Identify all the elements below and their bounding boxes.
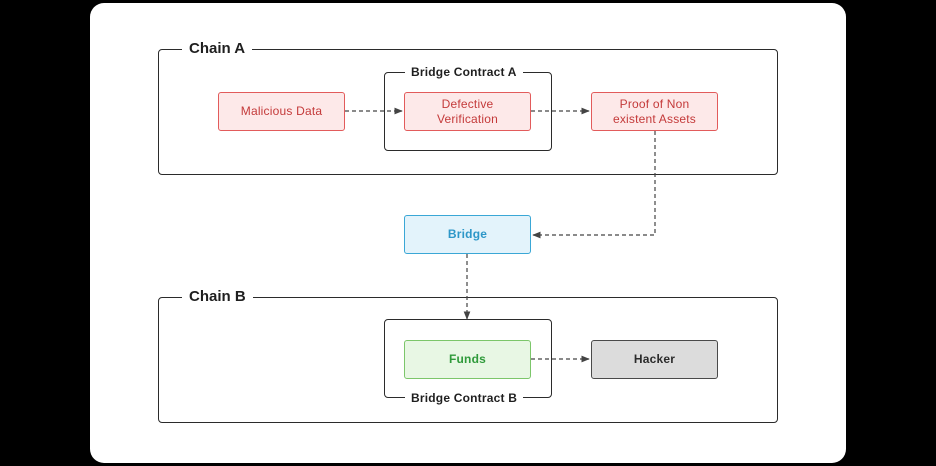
malicious-data-text: Malicious Data [240,104,323,118]
proof-assets-text: Proof of Non existent Assets [612,96,697,126]
bridge-node: Bridge [404,215,531,254]
defective-verification-node: Defective Verification [404,92,531,131]
bridge-contract-a-label: Bridge Contract A [405,66,523,78]
chain-b-label: Chain B [182,289,253,304]
proof-assets-node: Proof of Non existent Assets [591,92,718,131]
malicious-data-node: Malicious Data [218,92,345,131]
hacker-text: Hacker [633,352,676,366]
chain-b-group: Chain B [158,289,778,423]
bridge-contract-a-group: Bridge Contract A [384,66,552,151]
funds-text: Funds [449,352,486,366]
bridge-contract-b-label: Bridge Contract B [405,392,524,404]
bridge-text: Bridge [447,227,488,241]
chain-a-label: Chain A [182,41,253,56]
chain-a-group: Chain A [158,41,778,175]
funds-node: Funds [404,340,531,379]
defective-verification-text: Defective Verification [436,96,499,126]
hacker-node: Hacker [591,340,718,379]
